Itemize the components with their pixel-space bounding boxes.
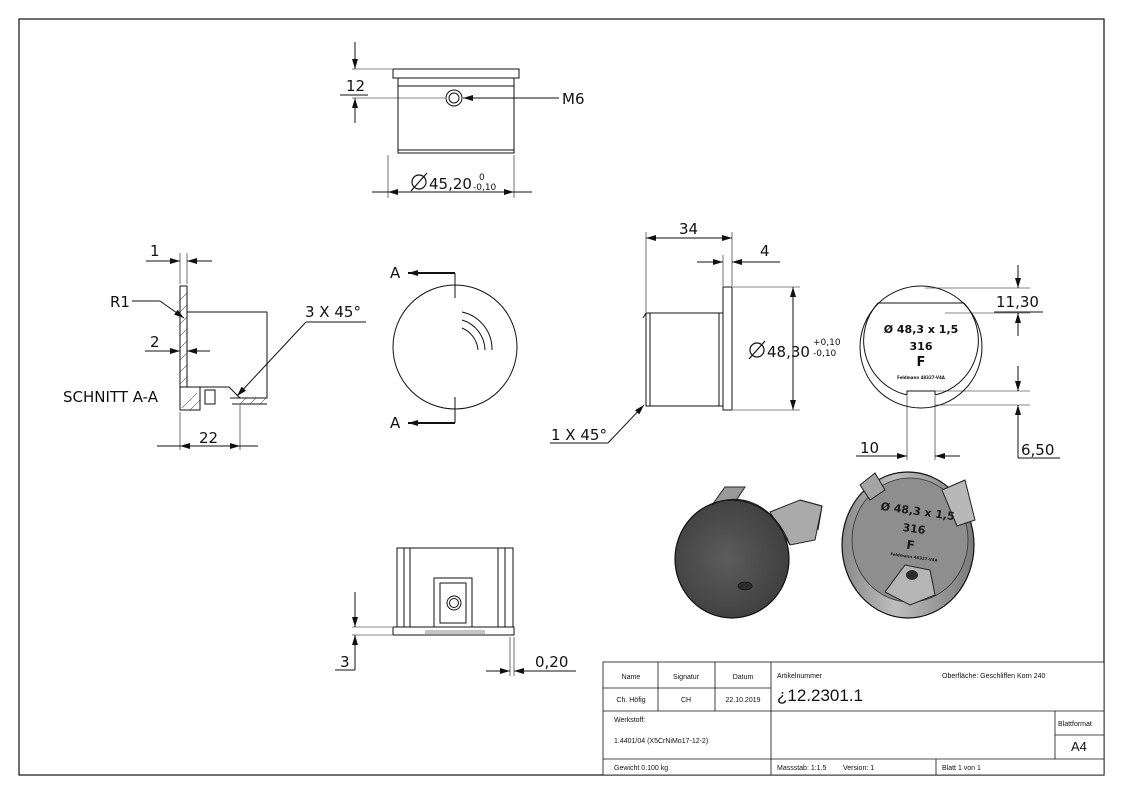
dim-bottom-3: 3 (340, 653, 350, 671)
drawing-frame (18, 18, 1105, 776)
engraving-text: Ø 48,3 x 1,5 316 F Feldmann 48327-V4A (884, 323, 959, 380)
dim-top-height: 12 (346, 77, 365, 95)
tb-signature: CH (681, 697, 691, 704)
tb-material: 1.4401/04 (X5CrNiMo17-12-2) (614, 738, 708, 745)
end-view (856, 265, 1060, 460)
tb-surface: Oberfläche: Geschliffen Korn 240 (942, 673, 1045, 680)
svg-text:F: F (906, 538, 916, 553)
side-view (550, 232, 800, 444)
svg-text:48,30: 48,30 (767, 343, 810, 361)
svg-text:Feldmann 48327-V4A: Feldmann 48327-V4A (897, 375, 946, 380)
dim-side-chamfer: 1 X 45° (551, 426, 607, 444)
svg-text:Ø 48,3 x 1,5: Ø 48,3 x 1,5 (884, 323, 959, 336)
dim-end-10: 10 (860, 439, 879, 457)
dim-end-650: 6,50 (1021, 441, 1054, 459)
dim-section-2: 2 (150, 333, 160, 351)
iso-render-cup: Ø 48,3 x 1,5 316 F Feldmann 48327-V4A (841, 471, 976, 619)
tb-header-date: Datum (733, 674, 754, 681)
dim-section-r1: R1 (110, 293, 130, 311)
svg-text:+0,10: +0,10 (813, 338, 841, 348)
section-view (132, 253, 366, 450)
dim-side-34: 34 (679, 220, 698, 238)
dim-side-4: 4 (760, 242, 770, 260)
tb-sheet-format: A4 (1071, 739, 1087, 754)
svg-text:45,20: 45,20 (429, 175, 472, 193)
dim-side-diameter: 48,30 +0,10 -0,10 (748, 338, 841, 361)
tb-article-number: ¿12.2301.1 (777, 686, 863, 705)
tb-weight: Gewicht 0.100 kg (614, 765, 668, 772)
tb-name: Ch. Höfig (616, 697, 645, 704)
svg-text:316: 316 (902, 521, 927, 537)
dim-section-1: 1 (150, 242, 160, 260)
svg-text:0: 0 (479, 173, 485, 183)
tb-date: 22.10.2019 (725, 697, 760, 704)
dim-section-chamfer: 3 X 45° (305, 303, 361, 321)
title-block (602, 661, 1105, 776)
tb-scale: Massstab: 1:1.5 (777, 765, 827, 772)
dim-thread: M6 (562, 90, 585, 108)
dim-bottom-020: 0,20 (535, 653, 568, 671)
section-label: SCHNITT A-A (63, 388, 159, 406)
tb-sheet: Blatt 1 von 1 (942, 765, 981, 772)
tb-header-signature: Signatur (673, 674, 700, 681)
tb-version: Version: 1 (843, 765, 874, 772)
tb-article-label: Artikelnummer (777, 673, 823, 680)
tb-sheet-format-label: Blattformat (1058, 721, 1092, 728)
svg-text:F: F (917, 355, 926, 370)
svg-text:-0,10: -0,10 (473, 183, 497, 193)
bottom-view (335, 547, 576, 676)
front-view (392, 270, 518, 426)
tb-header-name: Name (622, 674, 641, 681)
dim-section-22: 22 (199, 429, 218, 447)
svg-text:-0,10: -0,10 (813, 349, 837, 359)
iso-render-cap (674, 486, 823, 619)
svg-text:316: 316 (910, 340, 933, 353)
svg-text:Feldmann 48327-V4A: Feldmann 48327-V4A (890, 551, 939, 563)
dim-top-diameter: 45,20 0 -0,10 (410, 172, 497, 193)
dim-end-1130: 11,30 (996, 293, 1039, 311)
top-view (340, 42, 559, 198)
cut-label-top: A (390, 264, 401, 282)
tb-material-label: Werkstoff: (614, 717, 645, 724)
cut-label-bottom: A (390, 414, 401, 432)
